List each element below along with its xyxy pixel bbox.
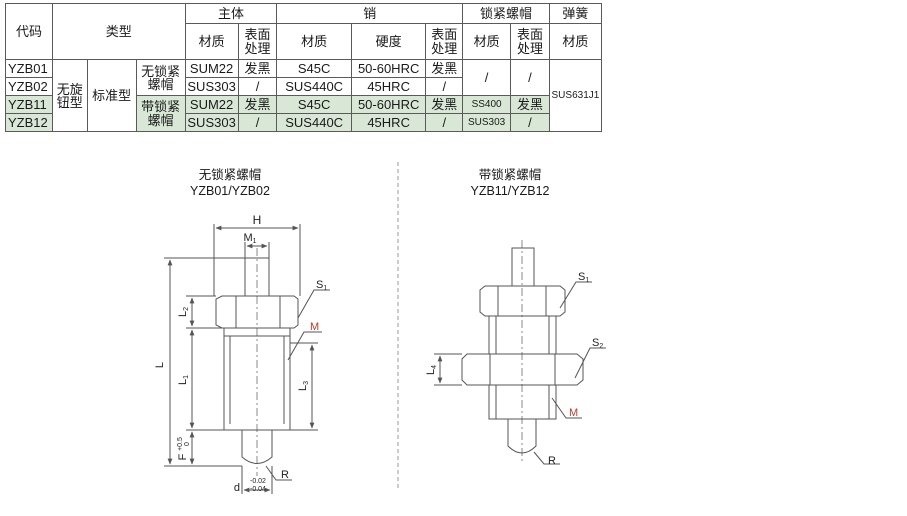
dim-tolerance-f-lower: 0 xyxy=(184,442,191,446)
label-m: M xyxy=(310,321,319,333)
label-s1: S1 xyxy=(316,279,327,292)
cell-pin-material: S45C xyxy=(276,95,352,114)
label-r: R xyxy=(548,455,556,467)
label-r: R xyxy=(281,469,289,481)
s1-leader xyxy=(297,289,330,319)
dim-label-m1: M1 xyxy=(243,232,256,245)
cell-nut-surface: / xyxy=(510,113,550,132)
table-row: YZB01 无旋钮型 标准型 无锁紧螺帽 SUM22 发黑 S45C 50-60… xyxy=(5,59,603,132)
cell-code: YZB11 xyxy=(5,95,53,114)
right-drawing-models: YZB11/YZB12 xyxy=(470,184,550,198)
cell-spring-material: SUS631J1 xyxy=(548,59,603,132)
threaded-body xyxy=(223,327,291,431)
header-pin-surface: 表面处理 xyxy=(425,23,464,60)
dim-label-l1: L1 xyxy=(177,375,190,385)
hex-nut xyxy=(215,295,299,329)
cell-body-material: SUM22 xyxy=(184,59,239,78)
left-drawing-caption: 无锁紧螺帽 YZB01/YZB02 xyxy=(170,167,290,199)
right-drawing-title: 带锁紧螺帽 xyxy=(478,168,542,182)
cell-body-surface: 发黑 xyxy=(237,95,278,114)
cell-type-group-2: 标准型 xyxy=(86,59,137,132)
header-body-surface: 表面处理 xyxy=(237,23,278,60)
cell-code: YZB01 xyxy=(5,59,53,78)
plunger-pin xyxy=(507,419,537,454)
top-shaft xyxy=(511,247,535,287)
m-leader xyxy=(551,397,582,419)
header-nut-surface: 表面处理 xyxy=(510,23,550,60)
right-drawing-caption: 带锁紧螺帽 YZB11/YZB12 xyxy=(450,167,570,199)
header-type: 类型 xyxy=(51,3,186,60)
dim-tolerance-f-upper: +0.5 xyxy=(177,437,184,451)
s2-leader xyxy=(574,347,606,379)
left-drawing-models: YZB01/YZB02 xyxy=(190,184,270,198)
r-leader xyxy=(265,465,292,481)
table-row: YZB11 带锁紧螺帽 SUM22 发黑 S45C 50-60HRC 发黑 SS… xyxy=(5,95,602,132)
upper-hex-nut xyxy=(479,285,566,317)
cell-nut-material: SUS303 xyxy=(462,113,512,132)
dim-label-l2: L2 xyxy=(177,307,190,317)
header-spring-material: 材质 xyxy=(548,23,603,60)
label-s2: S2 xyxy=(592,337,603,350)
cell-pin-material: SUS440C xyxy=(276,77,352,96)
header-row-2: 材质 表面处理 材质 硬度 表面处理 材质 表面处理 材质 xyxy=(6,23,603,60)
dim-label-l3: L3 xyxy=(297,381,310,391)
cell-pin-hardness: 50-60HRC xyxy=(350,95,427,114)
plunger-pin xyxy=(241,430,273,464)
header-row-1: 代码 类型 主体 销 锁紧螺帽 弹簧 xyxy=(5,3,603,60)
dim-tolerance-d-lower: -0.04 xyxy=(250,486,266,493)
s1-leader xyxy=(559,281,592,309)
dim-tolerance-d-upper: -0.02 xyxy=(250,478,266,485)
label-m: M xyxy=(569,407,578,419)
r-leader xyxy=(533,451,560,465)
header-code: 代码 xyxy=(5,3,53,60)
cell-pin-hardness: 50-60HRC xyxy=(350,59,427,78)
table-row: YZB12 SUS303 / SUS440C 45HRC / SUS303 / xyxy=(5,113,602,132)
left-plunger-drawing xyxy=(164,224,330,494)
header-body-material: 材质 xyxy=(184,23,239,60)
cell-body-material: SUS303 xyxy=(184,113,239,132)
threaded-body-lower xyxy=(488,384,557,420)
cell-body-material: SUM22 xyxy=(184,95,239,114)
dim-label-f: F xyxy=(177,453,189,460)
cell-body-surface: / xyxy=(237,113,278,132)
lock-nut xyxy=(461,353,584,386)
cell-pin-hardness: 45HRC xyxy=(350,113,427,132)
dim-label-l4: L4 xyxy=(425,365,438,375)
header-pin-hardness: 硬度 xyxy=(350,23,427,60)
label-s1: S1 xyxy=(578,271,589,284)
dim-label-h: H xyxy=(253,213,262,227)
left-drawing-title: 无锁紧螺帽 xyxy=(198,168,262,182)
cell-pin-surface: / xyxy=(425,113,464,132)
m-leader xyxy=(287,331,322,361)
cell-pin-material: SUS440C xyxy=(276,113,352,132)
right-plunger-drawing xyxy=(434,240,606,465)
specification-table: 代码 类型 主体 销 锁紧螺帽 弹簧 材质 表面处理 材质 硬度 表面处理 材质… xyxy=(5,3,603,132)
cell-code: YZB12 xyxy=(5,113,53,132)
dim-label-d: d xyxy=(234,482,240,494)
dim-label-l: L xyxy=(154,362,166,368)
